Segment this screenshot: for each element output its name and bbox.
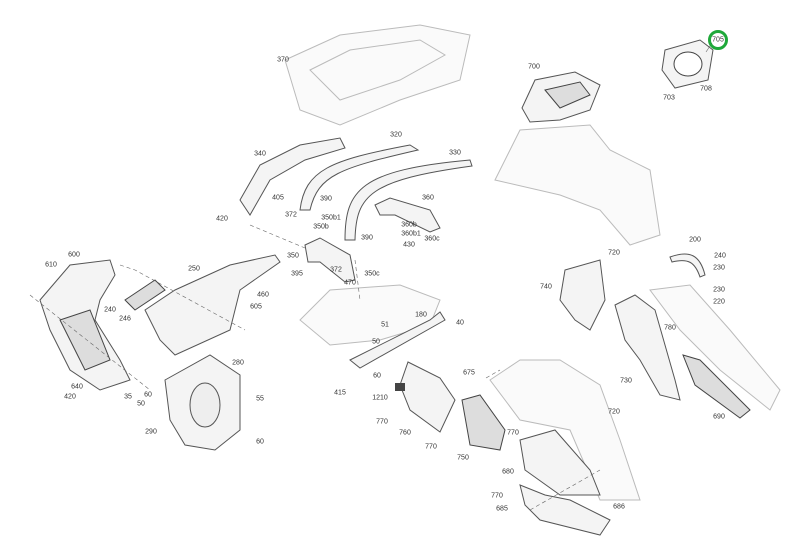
callout-350b1[interactable]: 350b1	[321, 214, 341, 222]
callout-686[interactable]: 686	[613, 503, 625, 511]
callout-230[interactable]: 230	[713, 286, 725, 294]
callout-320[interactable]: 320	[390, 131, 402, 139]
callout-1210[interactable]: 1210	[372, 394, 388, 402]
part-740-panel	[559, 259, 606, 331]
callout-360[interactable]: 360	[422, 194, 434, 202]
callout-470[interactable]: 470	[344, 279, 356, 287]
callout-55[interactable]: 55	[256, 395, 264, 403]
callout-360b[interactable]: 360b	[401, 221, 417, 229]
callout-640[interactable]: 640	[71, 383, 83, 391]
callout-770[interactable]: 770	[376, 418, 388, 426]
callout-390[interactable]: 390	[361, 234, 373, 242]
part-360-bracket	[374, 197, 441, 233]
callout-60[interactable]: 60	[256, 438, 264, 446]
callout-780[interactable]: 780	[664, 324, 676, 332]
part-240-insert	[124, 279, 166, 311]
callout-720[interactable]: 720	[608, 408, 620, 416]
callout-685[interactable]: 685	[496, 505, 508, 513]
callout-680[interactable]: 680	[502, 468, 514, 476]
part-690-panel	[682, 354, 751, 419]
callout-430[interactable]: 430	[403, 241, 415, 249]
callout-280[interactable]: 280	[232, 359, 244, 367]
callout-415[interactable]: 415	[334, 389, 346, 397]
callout-340[interactable]: 340	[254, 150, 266, 158]
callout-720[interactable]: 720	[608, 249, 620, 257]
callout-700[interactable]: 700	[528, 63, 540, 71]
callout-250[interactable]: 250	[188, 265, 200, 273]
callout-675[interactable]: 675	[463, 369, 475, 377]
callout-770[interactable]: 770	[425, 443, 437, 451]
callout-350c[interactable]: 350c	[364, 270, 380, 278]
callout-290[interactable]: 290	[145, 428, 157, 436]
callout-390[interactable]: 390	[320, 195, 332, 203]
callout-370[interactable]: 370	[277, 56, 289, 64]
dashboard-frame	[494, 124, 661, 246]
callout-610[interactable]: 610	[45, 261, 57, 269]
rear-body-panel	[489, 284, 781, 501]
part-340-roll-bar-front	[239, 137, 346, 216]
part-685-panel	[519, 484, 611, 536]
callout-372[interactable]: 372	[330, 266, 342, 274]
callout-460[interactable]: 460	[257, 291, 269, 299]
callout-360b1[interactable]: 360b1	[401, 230, 421, 238]
floor-panel	[299, 284, 441, 346]
callout-605[interactable]: 605	[250, 303, 262, 311]
callout-703[interactable]: 703	[663, 94, 675, 102]
callout-600[interactable]: 600	[68, 251, 80, 259]
callout-50[interactable]: 50	[372, 338, 380, 346]
part-705-gauge-bezel	[661, 39, 714, 89]
callout-690[interactable]: 690	[713, 413, 725, 421]
callout-750[interactable]: 750	[457, 454, 469, 462]
part-700-dash-cover	[521, 71, 601, 123]
highlight-circle	[708, 30, 728, 50]
part-200-bracket	[669, 253, 706, 278]
callout-740[interactable]: 740	[540, 283, 552, 291]
callout-51[interactable]: 51	[381, 321, 389, 329]
callout-60[interactable]: 60	[373, 372, 381, 380]
callout-770[interactable]: 770	[491, 492, 503, 500]
part-1210-grille	[395, 383, 405, 391]
callout-35[interactable]: 35	[124, 393, 132, 401]
part-250-center-panel	[144, 254, 281, 356]
callout-395[interactable]: 395	[291, 270, 303, 278]
callout-330[interactable]: 330	[449, 149, 461, 157]
part-600-side-panel	[39, 259, 131, 391]
part-320-roll-bar	[299, 144, 420, 211]
callout-240[interactable]: 240	[104, 306, 116, 314]
part-750-panel	[461, 394, 506, 451]
callout-770[interactable]: 770	[507, 429, 519, 437]
callout-372[interactable]: 372	[285, 211, 297, 219]
callout-705[interactable]: 705	[712, 36, 724, 44]
part-330-roll-bar	[344, 159, 473, 241]
callout-40[interactable]: 40	[456, 319, 464, 327]
part-760-panel	[399, 361, 456, 433]
callout-420[interactable]: 420	[216, 215, 228, 223]
callout-350b[interactable]: 350b	[313, 223, 329, 231]
callout-420[interactable]: 420	[64, 393, 76, 401]
callout-730[interactable]: 730	[620, 377, 632, 385]
callout-220[interactable]: 220	[713, 298, 725, 306]
part-680-panel	[519, 429, 601, 496]
callout-240[interactable]: 240	[714, 252, 726, 260]
part-730-panel	[614, 294, 681, 401]
callout-50[interactable]: 50	[137, 400, 145, 408]
callout-200[interactable]: 200	[689, 236, 701, 244]
callout-60[interactable]: 60	[144, 391, 152, 399]
callout-708[interactable]: 708	[700, 85, 712, 93]
part-350-bracket	[304, 237, 356, 283]
part-40-crossmember	[349, 311, 446, 369]
callout-350[interactable]: 350	[287, 252, 299, 260]
callout-760[interactable]: 760	[399, 429, 411, 437]
roof-panel	[284, 24, 471, 126]
part-280-console	[164, 354, 241, 451]
callout-246[interactable]: 246	[119, 315, 131, 323]
callout-360c[interactable]: 360c	[424, 235, 440, 243]
callout-230[interactable]: 230	[713, 264, 725, 272]
callout-180[interactable]: 180	[415, 311, 427, 319]
callout-405[interactable]: 405	[272, 194, 284, 202]
